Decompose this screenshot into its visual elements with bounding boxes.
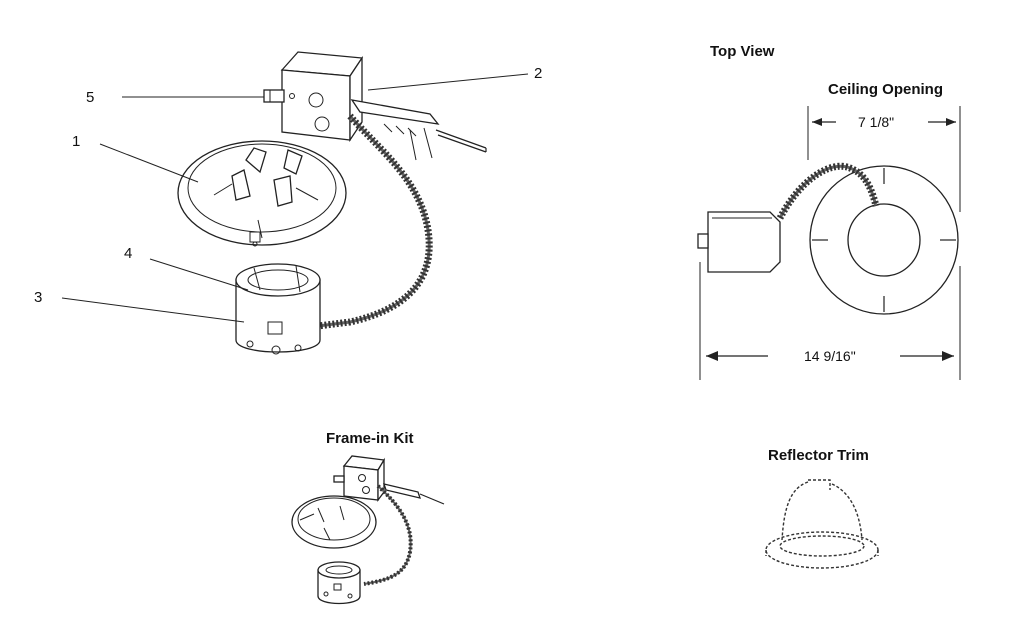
socket-housing — [235, 263, 321, 355]
top-view: Top View Ceiling Opening 7 1/8" 14 9/16" — [697, 43, 961, 380]
plan-junction-box — [707, 211, 781, 273]
callout-leaders — [61, 73, 529, 323]
callout-3: 3 — [34, 289, 42, 306]
callout-2: 2 — [534, 65, 542, 82]
dimension-overall: 14 9/16" — [804, 348, 856, 364]
reflector-trim-illustration — [765, 479, 879, 569]
callout-1: 1 — [72, 133, 80, 150]
reflector-trim: Reflector Trim — [765, 447, 879, 569]
callout-5: 5 — [86, 89, 94, 106]
hanger-bar — [350, 99, 487, 161]
junction-box — [280, 51, 364, 143]
flex-conduit — [317, 113, 433, 330]
frame-in-kit: Frame-in Kit — [291, 430, 445, 605]
plaster-frame — [177, 140, 347, 247]
main-assembly: 5 2 1 4 3 — [34, 51, 542, 355]
plan-conduit — [776, 162, 880, 220]
aperture — [847, 203, 921, 277]
ceiling-opening-label: Ceiling Opening — [828, 81, 943, 98]
frame-in-kit-title: Frame-in Kit — [326, 430, 414, 447]
connector-stub — [263, 89, 285, 103]
reflector-trim-title: Reflector Trim — [768, 447, 869, 464]
dimension-opening: 7 1/8" — [858, 114, 894, 130]
kit-thumbnail — [291, 455, 445, 605]
top-view-title: Top View — [710, 43, 775, 60]
callout-4: 4 — [124, 245, 132, 262]
